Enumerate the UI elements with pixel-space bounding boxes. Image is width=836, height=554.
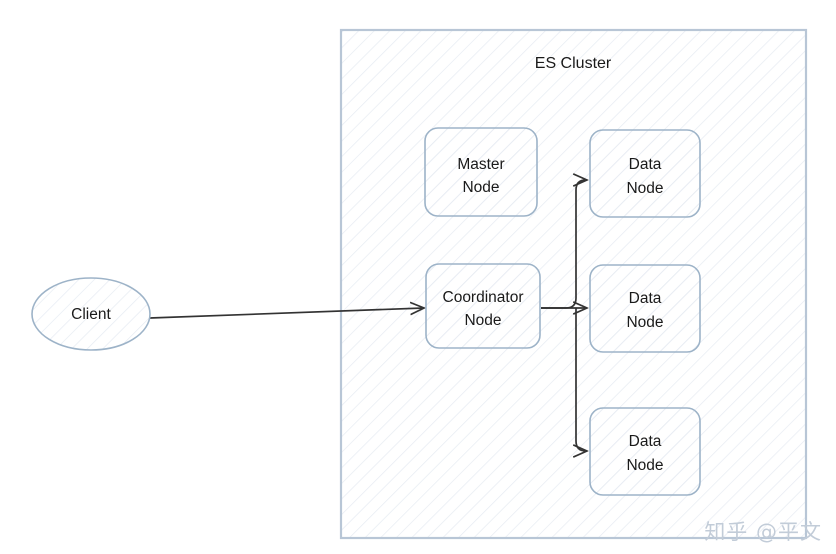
- coordinator-node-label-line2: Node: [464, 312, 501, 329]
- data-node-1-label-line2: Node: [626, 180, 663, 197]
- node-data-3[interactable]: Data Node: [589, 407, 701, 496]
- node-client[interactable]: Client: [31, 277, 151, 351]
- data-node-2-label-line2: Node: [626, 314, 663, 331]
- edge-coordinator-to-data-node-3[interactable]: [576, 308, 587, 451]
- client-label: Client: [71, 306, 111, 323]
- watermark: 知乎 @平文: [704, 520, 822, 544]
- data-node-3-label-line2: Node: [626, 457, 663, 474]
- node-data-2[interactable]: Data Node: [589, 264, 701, 353]
- edge-layer: [149, 180, 587, 451]
- edge-client-to-coordinator[interactable]: [149, 308, 424, 319]
- es-cluster-box: [339, 28, 808, 540]
- master-node-box: [424, 127, 538, 217]
- node-data-1[interactable]: Data Node: [589, 129, 701, 218]
- es-cluster-title: ES Cluster: [535, 55, 612, 72]
- data-node-2-box: [589, 264, 701, 353]
- es-cluster-container[interactable]: ES Cluster: [339, 28, 808, 540]
- data-node-1-label-line1: Data: [629, 156, 662, 173]
- node-master[interactable]: Master Node: [424, 127, 538, 217]
- data-node-3-label-line1: Data: [629, 433, 662, 450]
- data-node-2-label-line1: Data: [629, 290, 662, 307]
- client-ellipse-shape: [31, 277, 151, 351]
- coordinator-node-label-line1: Coordinator: [443, 289, 524, 306]
- data-node-3-box: [589, 407, 701, 496]
- data-node-1-box: [589, 129, 701, 218]
- master-node-label-line2: Node: [462, 179, 499, 196]
- coordinator-node-box: [425, 263, 541, 349]
- node-coordinator[interactable]: Coordinator Node: [425, 263, 541, 349]
- master-node-label-line1: Master: [457, 156, 504, 173]
